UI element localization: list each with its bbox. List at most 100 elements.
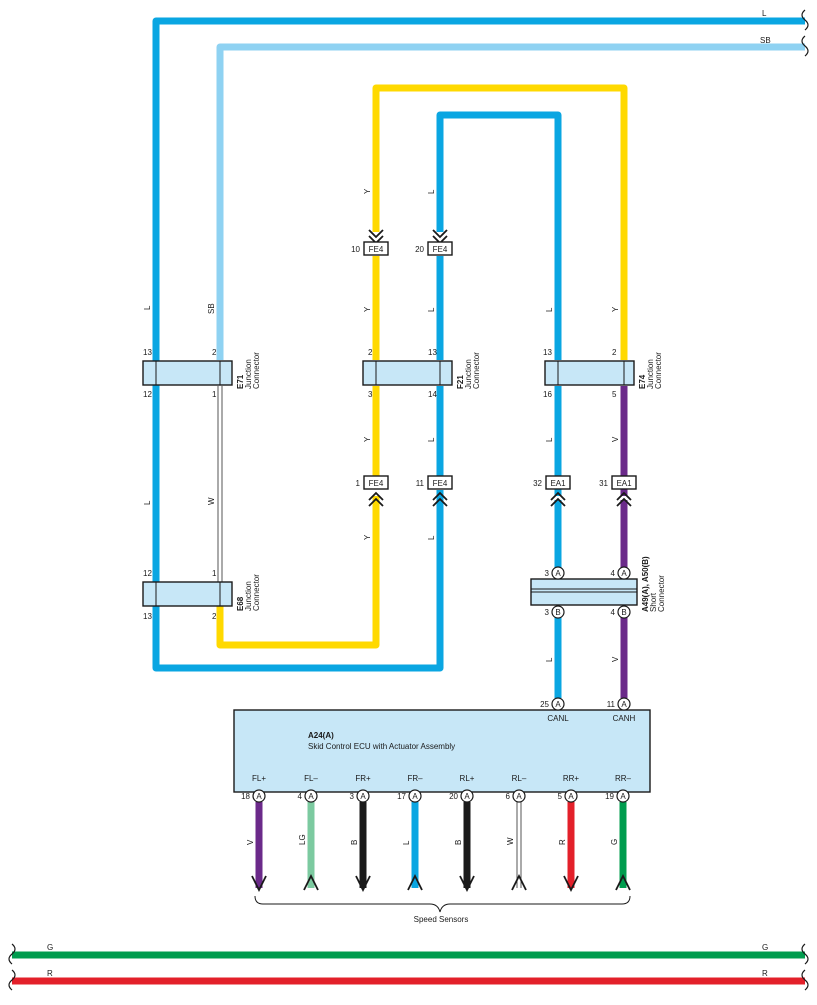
short-mark-tl: A (555, 569, 561, 578)
f21-pin-tl: 2 (368, 348, 373, 357)
e71-pin-tl: 13 (143, 348, 152, 357)
ecu-top-pin-number: 11 (607, 700, 616, 709)
e71-name: E71 (236, 374, 245, 389)
label-g-right: G (762, 943, 768, 952)
pin-circle (356, 789, 370, 803)
ecu-id: A24(A) (308, 731, 334, 740)
label-f21-y-lower: Y (363, 436, 372, 442)
label-r-right: R (762, 969, 768, 978)
pin-label: FR+ (355, 774, 371, 783)
ecu-a24: A24(A) Skid Control ECU with Actuator As… (233, 697, 651, 893)
ecu-top-pin-mark: A (621, 700, 627, 709)
label-e74-y-upper: Y (611, 306, 620, 312)
short-pin-br: 4 (611, 608, 616, 617)
e68-pin-tl: 12 (143, 569, 152, 578)
e74-desc1: Junction (646, 359, 655, 389)
ecu-top-pin-canh: A 11 CANH (607, 697, 636, 723)
break-marks (8, 9, 809, 991)
short-mark-bl: B (555, 608, 560, 617)
label-short-l: L (545, 657, 554, 662)
pin-mark: A (620, 792, 626, 801)
fe4-1-pin: 1 (356, 479, 361, 488)
pin-mark: A (568, 792, 574, 801)
pin-circle (252, 789, 266, 803)
pin-circle (512, 789, 526, 803)
label-r-left: R (47, 969, 53, 978)
wire-color-label: B (454, 840, 463, 845)
wire-l-outer (152, 17, 805, 672)
ea1-31-pin: 31 (599, 479, 608, 488)
e68-pin-bl: 13 (143, 612, 152, 621)
label-top-l: L (762, 9, 767, 18)
e68-desc1: Junction (244, 581, 253, 611)
ecu-top-pin-label: CANH (613, 714, 636, 723)
label-e71-w: W (207, 497, 216, 505)
wire-labels: L SB G G R R L SB L W Y L Y L Y L Y L L … (47, 9, 771, 978)
fe4-1-name: FE4 (369, 479, 384, 488)
ecu-top-pin-number: 25 (540, 700, 549, 709)
short-desc1: Short (649, 592, 658, 612)
pin-mark: A (516, 792, 522, 801)
label-fe4-l-top: L (427, 189, 436, 194)
pin-circle (616, 789, 630, 803)
wire-color-label: R (558, 839, 567, 845)
e71-desc1: Junction (244, 359, 253, 389)
pin-label: FL– (304, 774, 318, 783)
pin-label: RL– (512, 774, 527, 783)
label-e71-l-upper: L (143, 305, 152, 310)
f21-pin-br: 14 (428, 390, 437, 399)
pin-mark: A (308, 792, 314, 801)
fe4-20-name: FE4 (433, 245, 448, 254)
e68-pin-br: 2 (212, 612, 217, 621)
pin-number: 4 (298, 792, 303, 801)
pin-mark: A (256, 792, 262, 801)
pin-number: 5 (558, 792, 563, 801)
e71-desc2: Connector (252, 352, 261, 389)
wire-l-top (436, 111, 562, 360)
fe4-11-pin: 11 (416, 479, 425, 488)
label-e74-l-upper: L (545, 307, 554, 312)
label-g-left: G (47, 943, 53, 952)
ea1-31-name: EA1 (616, 479, 632, 488)
e68-name: E68 (236, 596, 245, 611)
label-e74-v-lower: V (611, 436, 620, 442)
connector-short: A A B B 3 4 3 4 A49(A), A50(B) Short Con… (530, 556, 666, 619)
pin-label: FR– (407, 774, 423, 783)
pin-mark: A (464, 792, 470, 801)
e68-desc2: Connector (252, 574, 261, 611)
pin-number: 18 (241, 792, 250, 801)
inline-connector-ea1-31: EA1 31 (599, 475, 637, 507)
e74-pin-tl: 13 (543, 348, 552, 357)
fe4-10-pin: 10 (351, 245, 360, 254)
speed-sensors-label: Speed Sensors (414, 915, 469, 924)
pin-circle (564, 789, 578, 803)
short-pin-tl: 3 (545, 569, 550, 578)
label-f21-l-lower: L (427, 437, 436, 442)
ecu-top-pin-mark: A (555, 700, 561, 709)
f21-pin-bl: 3 (368, 390, 373, 399)
fe4-20-pin: 20 (415, 245, 424, 254)
pin-label: FL+ (252, 774, 266, 783)
e71-pin-bl: 12 (143, 390, 152, 399)
e74-desc2: Connector (654, 352, 663, 389)
wires (12, 17, 805, 985)
ecu-top-pin-label: CANL (547, 714, 569, 723)
arrow-down-icon (459, 875, 475, 893)
wire-y-top (372, 84, 628, 360)
speed-sensors-brace: Speed Sensors (254, 895, 631, 924)
label-f21-l-bottom: L (427, 535, 436, 540)
label-f21-y-mid: Y (363, 306, 372, 312)
e74-pin-bl: 16 (543, 390, 552, 399)
label-f21-l-mid: L (427, 307, 436, 312)
short-pin-tr: 4 (611, 569, 616, 578)
connector-e68: 12 1 13 2 E68 Junction Connector (142, 569, 261, 621)
inline-connector-fe4-10: FE4 10 (351, 229, 389, 256)
f21-pin-tr: 13 (428, 348, 437, 357)
wire-sb (216, 43, 805, 360)
